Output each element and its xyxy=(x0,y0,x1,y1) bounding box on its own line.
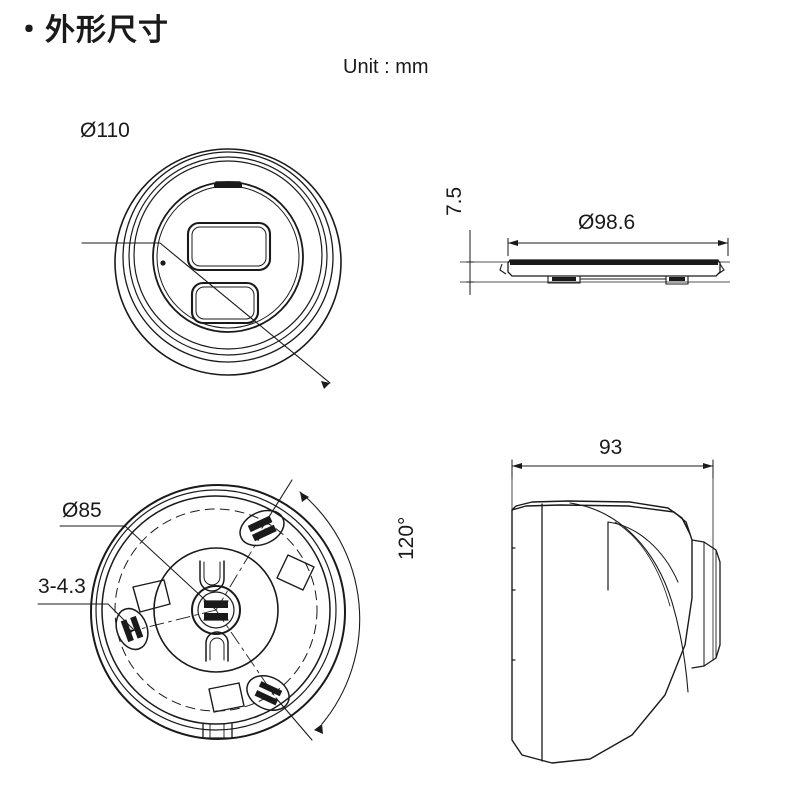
center-boss-inner xyxy=(197,591,235,629)
ir-window-inner xyxy=(195,286,255,320)
front-face-inner xyxy=(156,185,300,329)
dimension-label-bolt-circle: Ø85 xyxy=(62,499,102,522)
camera-rear-collar xyxy=(691,539,721,669)
center-axis-lines xyxy=(127,523,277,699)
unit-label: Unit : mm xyxy=(343,56,429,78)
bracket-side-view xyxy=(460,230,730,295)
screw-hole-2 xyxy=(115,607,149,651)
dimension-label-plate-diameter: Ø98.6 xyxy=(578,211,636,234)
diameter-986-dimension xyxy=(507,238,729,256)
base-ring-2 xyxy=(95,489,337,731)
screw-hole-1 xyxy=(239,509,285,547)
base-outer-ring xyxy=(90,484,346,740)
front-ring-4 xyxy=(133,160,323,350)
cable-slot-bottom xyxy=(205,631,229,662)
page-title: ・外形尺寸 xyxy=(14,13,169,48)
bracket-bottom-view xyxy=(37,479,361,741)
camera-upper-arc xyxy=(607,521,679,583)
diameter-85-leader xyxy=(59,525,217,611)
dimension-label-plate-thickness: 7.5 xyxy=(443,186,466,216)
base-hub-disc xyxy=(153,547,279,673)
base-bottom-notch xyxy=(202,723,233,739)
microphone-dot xyxy=(160,260,166,266)
plate-profile xyxy=(507,259,721,277)
front-ring-2 xyxy=(122,151,334,363)
up-orientation-tab xyxy=(214,181,242,188)
dimension-label-hole-angle: 120° xyxy=(395,516,418,560)
lens-window-inner xyxy=(191,226,267,267)
retention-tab-3 xyxy=(208,682,245,713)
hole-callout-leader xyxy=(37,603,135,637)
front-outer-ring xyxy=(114,148,342,376)
camera-dome-seam xyxy=(569,502,689,693)
thickness-dimension-75 xyxy=(466,230,474,295)
retention-tab-2 xyxy=(276,554,315,591)
angle-120-arc xyxy=(261,479,361,741)
screw-hole-3 xyxy=(246,675,290,711)
ir-window xyxy=(190,281,260,325)
diameter-110-leader xyxy=(81,242,331,389)
front-view xyxy=(81,148,342,389)
cable-slot-top xyxy=(199,560,225,592)
retention-tab-1 xyxy=(132,579,171,613)
camera-side-view xyxy=(511,459,721,764)
dimension-label-body-depth: 93 xyxy=(599,436,623,459)
dimension-label-front-diameter: Ø110 xyxy=(80,119,130,142)
dimension-label-hole-callout: 3-4.3 xyxy=(38,575,86,598)
plate-underside-detail xyxy=(499,263,725,285)
front-face-disc xyxy=(152,181,304,333)
camera-left-edge-ticks xyxy=(511,547,516,661)
base-ring-3 xyxy=(101,495,331,725)
center-boss-outer xyxy=(191,585,241,635)
center-screw-detail xyxy=(203,600,229,621)
camera-body-profile xyxy=(511,500,693,764)
depth-93-dimension xyxy=(511,459,714,479)
front-ring-3 xyxy=(128,156,328,356)
lens-window xyxy=(186,221,272,272)
